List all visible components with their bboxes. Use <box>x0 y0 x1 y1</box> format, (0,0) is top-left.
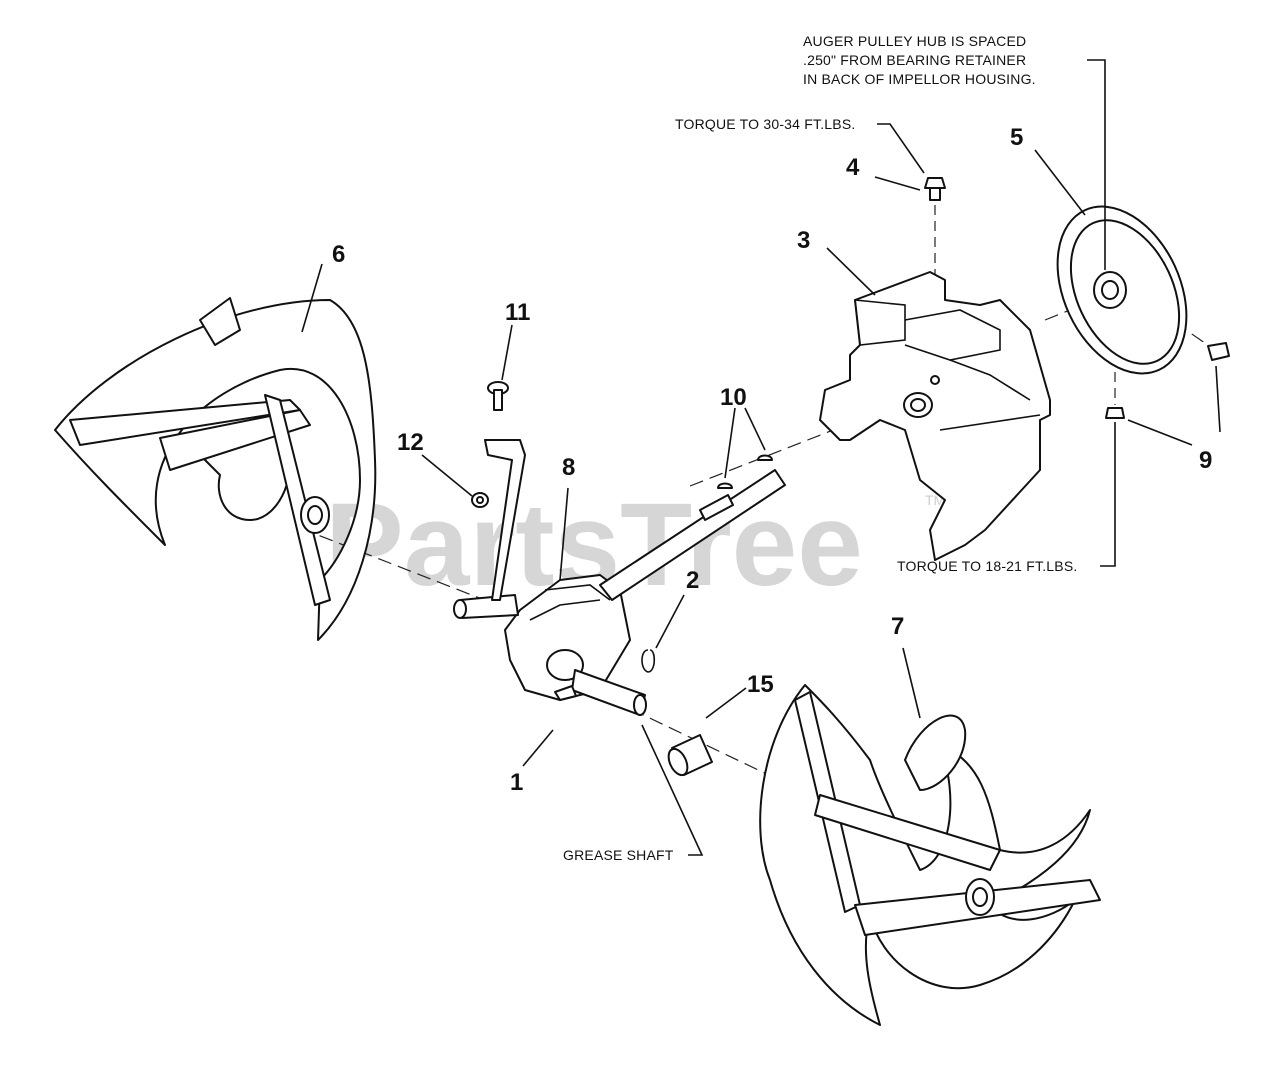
callout-10: 10 <box>720 384 747 411</box>
note-auger-pulley-line-2: .250" FROM BEARING RETAINER <box>803 52 1026 68</box>
callout-1: 1 <box>510 769 523 796</box>
impeller-housing-bracket <box>819 271 1051 561</box>
auger-pulley <box>1056 205 1188 375</box>
callout-2: 2 <box>686 567 699 594</box>
note-grease-shaft: GREASE SHAFT <box>563 847 674 863</box>
callout-3: 3 <box>797 227 810 254</box>
assembly-notes: AUGER PULLEY HUB IS SPACED .250" FROM BE… <box>563 33 1077 863</box>
callout-5: 5 <box>1010 124 1023 151</box>
callout-15: 15 <box>747 671 774 698</box>
note-torque-30-34: TORQUE TO 30-34 FT.LBS. <box>675 116 855 132</box>
callout-9: 9 <box>1199 447 1212 474</box>
note-auger-pulley-line-1: AUGER PULLEY HUB IS SPACED <box>803 33 1026 49</box>
auger-right <box>759 684 1101 1026</box>
hardware <box>471 177 1230 777</box>
gearbox-assembly <box>453 469 786 716</box>
watermark: PartsTree TM <box>325 479 945 611</box>
lever-rod <box>484 381 526 601</box>
callout-7: 7 <box>891 613 904 640</box>
callout-12: 12 <box>397 429 424 456</box>
note-auger-pulley-line-3: IN BACK OF IMPELLOR HOUSING. <box>803 71 1036 87</box>
note-torque-18-21: TORQUE TO 18-21 FT.LBS. <box>897 558 1077 574</box>
leader-lines <box>301 59 1221 856</box>
callout-numbers: 1 2 3 4 5 6 7 8 9 10 11 12 15 <box>332 124 1212 796</box>
callout-4: 4 <box>846 154 860 181</box>
callout-11: 11 <box>505 299 530 326</box>
auger-left <box>54 297 377 641</box>
callout-6: 6 <box>332 241 345 268</box>
callout-8: 8 <box>562 454 575 481</box>
